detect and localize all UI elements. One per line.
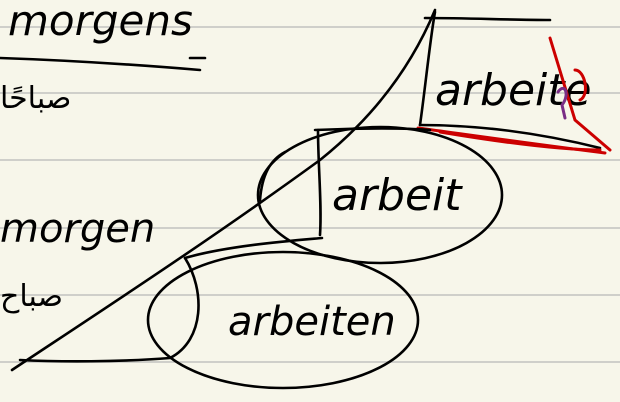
red-underline-2	[438, 130, 602, 152]
box-top-label: arbeite	[435, 65, 592, 116]
box-middle-top	[313, 127, 432, 132]
red-mark	[548, 36, 612, 152]
word-sabah-1: صباحًا	[0, 81, 71, 116]
box-middle-side	[316, 128, 322, 237]
diagonal-line	[10, 8, 437, 372]
box-middle-label: arbeit	[332, 170, 463, 221]
hook-middle	[258, 150, 287, 202]
word-morgens: morgens	[8, 0, 193, 45]
top-edge	[423, 16, 552, 22]
box-top-bottom	[418, 123, 602, 150]
red-letter	[573, 68, 587, 102]
box-bottom-label: arbeiten	[228, 299, 396, 345]
word-morgen: morgen	[0, 206, 155, 252]
ellipse-bottom	[146, 250, 420, 390]
ellipse-middle	[256, 125, 504, 265]
underline	[0, 56, 202, 72]
box-bottom-top	[183, 236, 324, 260]
box-top-side	[418, 10, 437, 127]
purple-mark	[556, 86, 568, 120]
word-sabah-2: صباح	[0, 279, 63, 314]
